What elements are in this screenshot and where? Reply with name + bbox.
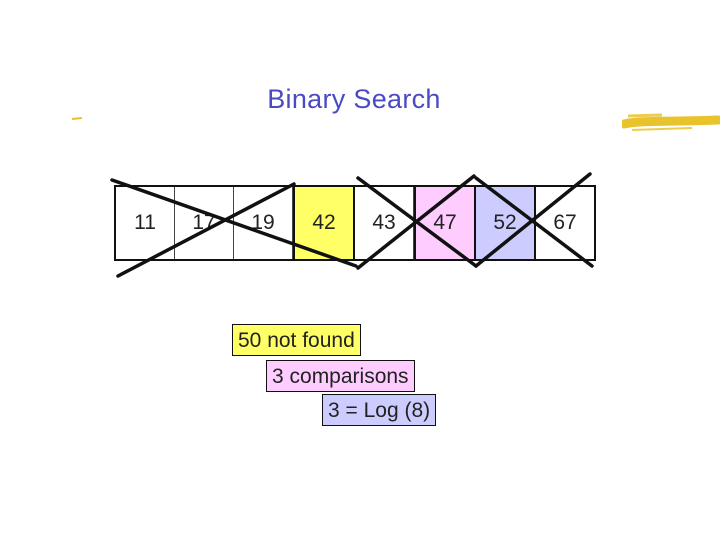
array-cell-5-second-probe: 47 (414, 187, 476, 259)
array-cell-7: 67 (553, 211, 577, 234)
decorative-highlighter-stroke-right (622, 113, 720, 131)
array-cell-2: 19 (234, 187, 293, 259)
array-cell-3-first-probe: 42 (293, 187, 355, 259)
decorative-highlighter-mark-left (72, 117, 82, 120)
result-not-found-label: 50 not found (232, 324, 361, 356)
sorted-array: 11 17 19 42 43 47 52 67 (114, 185, 596, 261)
result-log-formula-label: 3 = Log (8) (322, 394, 437, 426)
array-cell-0: 11 (116, 187, 175, 259)
array-cell-4: 43 (355, 187, 414, 259)
array-cell-1: 17 (175, 187, 234, 259)
array-cell-6-third-probe: 52 (476, 187, 536, 259)
slide-title: Binary Search (267, 84, 441, 114)
result-comparisons-label: 3 comparisons (266, 360, 415, 392)
